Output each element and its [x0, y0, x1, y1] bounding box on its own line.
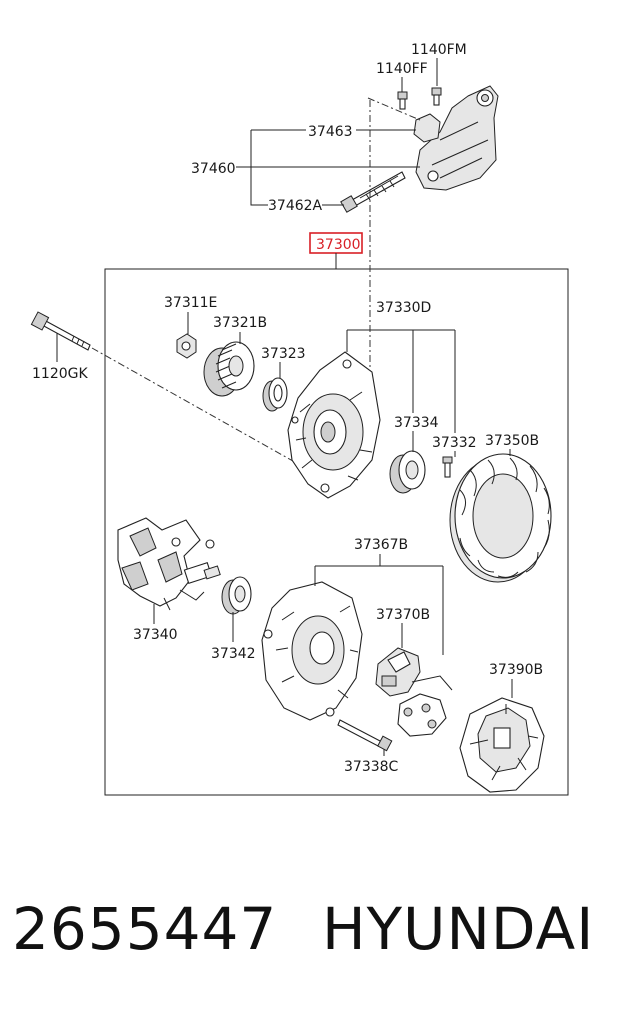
part-37370B-label[interactable]: 37370B — [376, 607, 430, 623]
nut-part — [413, 113, 441, 143]
part-37330D-label[interactable]: 37330D — [376, 300, 431, 316]
part-1140FM-label[interactable]: 1140FM — [411, 42, 467, 58]
part-37367B-label[interactable]: 37367B — [354, 537, 408, 553]
part-1120GK-label[interactable]: 1120GK — [32, 366, 88, 382]
rear-bearing-part — [221, 576, 252, 615]
stator-part — [449, 453, 552, 583]
pulley-part — [203, 341, 255, 397]
part-37300-label[interactable]: 37300 — [316, 237, 361, 253]
part-number-text: 2655447 — [12, 895, 278, 963]
part-37323-label[interactable]: 37323 — [261, 346, 306, 362]
front-bearing-part — [389, 450, 426, 494]
part-37350B-label[interactable]: 37350B — [485, 433, 539, 449]
part-37390B-label[interactable]: 37390B — [489, 662, 543, 678]
front-bracket-part — [287, 351, 381, 499]
rear-cover-part — [459, 697, 545, 793]
rotor-part — [117, 517, 221, 611]
part-37332-label[interactable]: 37332 — [432, 435, 477, 451]
spacer-part — [262, 377, 288, 412]
rear-bolt-part — [337, 719, 393, 752]
part-37463-label[interactable]: 37463 — [308, 124, 353, 140]
part-37338C-label[interactable]: 37338C — [344, 759, 399, 775]
rear-bracket-part — [261, 581, 363, 721]
part-37460-label[interactable]: 37460 — [191, 161, 236, 177]
brand-text: HYUNDAI — [322, 895, 595, 963]
part-37462A-label[interactable]: 37462A — [268, 198, 323, 214]
through-bolt-part — [41, 319, 91, 351]
part-37342-label[interactable]: 37342 — [211, 646, 256, 662]
bracket-part — [415, 85, 499, 191]
part-1140FF-label[interactable]: 1140FF — [376, 61, 428, 77]
footer-caption: 2655447 HYUNDAI — [0, 895, 620, 975]
part-37321B-label[interactable]: 37321B — [213, 315, 267, 331]
screw-part — [442, 456, 453, 478]
part-37340-label[interactable]: 37340 — [133, 627, 178, 643]
part-37311E-label[interactable]: 37311E — [164, 295, 217, 311]
part-37334-label[interactable]: 37334 — [394, 415, 439, 431]
regulator-part — [375, 647, 453, 737]
